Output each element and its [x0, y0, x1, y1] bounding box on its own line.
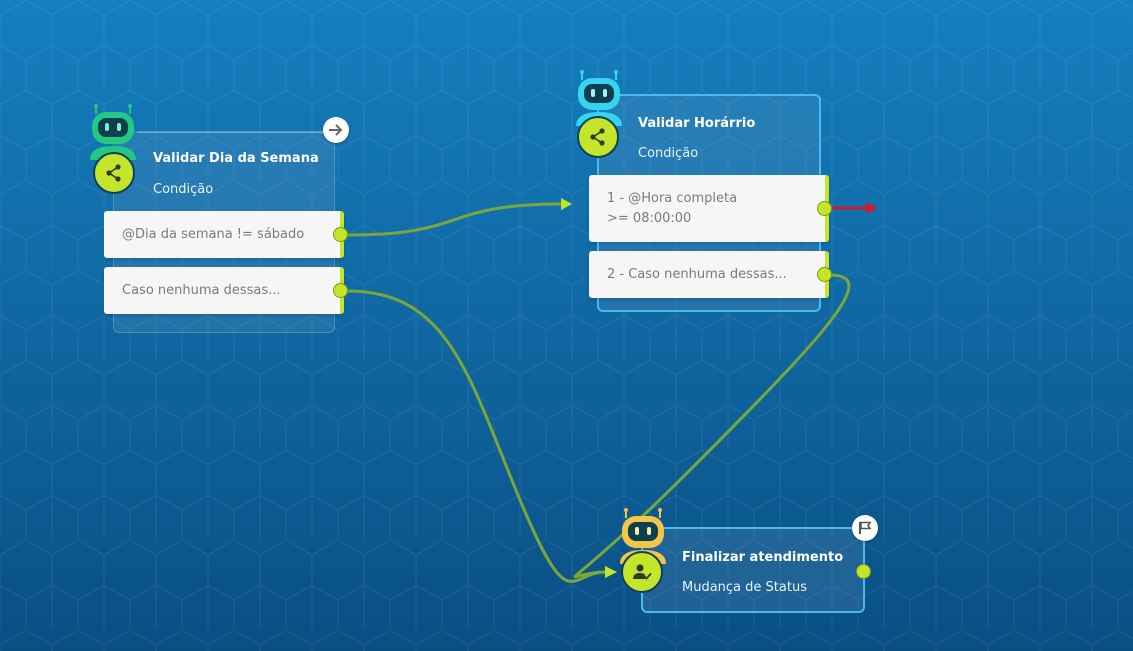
- output-port[interactable]: [856, 564, 871, 579]
- node-title: Validar Dia da Semana: [153, 151, 319, 166]
- user-check-icon: [621, 551, 663, 593]
- share-icon: [577, 116, 619, 158]
- output-port[interactable]: [817, 201, 832, 216]
- condition-item-2[interactable]: Caso nenhuma dessas...: [104, 267, 344, 314]
- robot-icon: [90, 104, 136, 160]
- node-title: Finalizar atendimento: [682, 550, 844, 565]
- output-port[interactable]: [817, 267, 832, 282]
- condition-label: 2 - Caso nenhuma dessas...: [607, 266, 787, 282]
- condition-item-1[interactable]: 1 - @Hora completa >= 08:00:00: [589, 175, 829, 242]
- condition-label: 1 - @Hora completa >= 08:00:00: [607, 190, 738, 226]
- node-subtitle: Mudança de Status: [682, 580, 807, 595]
- node-header-line: [137, 132, 327, 133]
- output-port[interactable]: [333, 227, 348, 242]
- arrow-right-icon[interactable]: [323, 117, 349, 143]
- condition-label: @Dia da semana != sábado: [122, 226, 305, 242]
- node-title: Validar Horárrio: [638, 116, 756, 131]
- share-icon: [93, 152, 135, 194]
- output-port[interactable]: [333, 283, 348, 298]
- node-subtitle: Condição: [153, 182, 214, 197]
- condition-item-1[interactable]: @Dia da semana != sábado: [104, 211, 344, 258]
- node-subtitle: Condição: [638, 146, 699, 161]
- condition-item-2[interactable]: 2 - Caso nenhuma dessas...: [589, 251, 829, 298]
- node-panel[interactable]: [641, 527, 865, 613]
- condition-label: Caso nenhuma dessas...: [122, 282, 281, 298]
- flag-icon[interactable]: [852, 515, 878, 541]
